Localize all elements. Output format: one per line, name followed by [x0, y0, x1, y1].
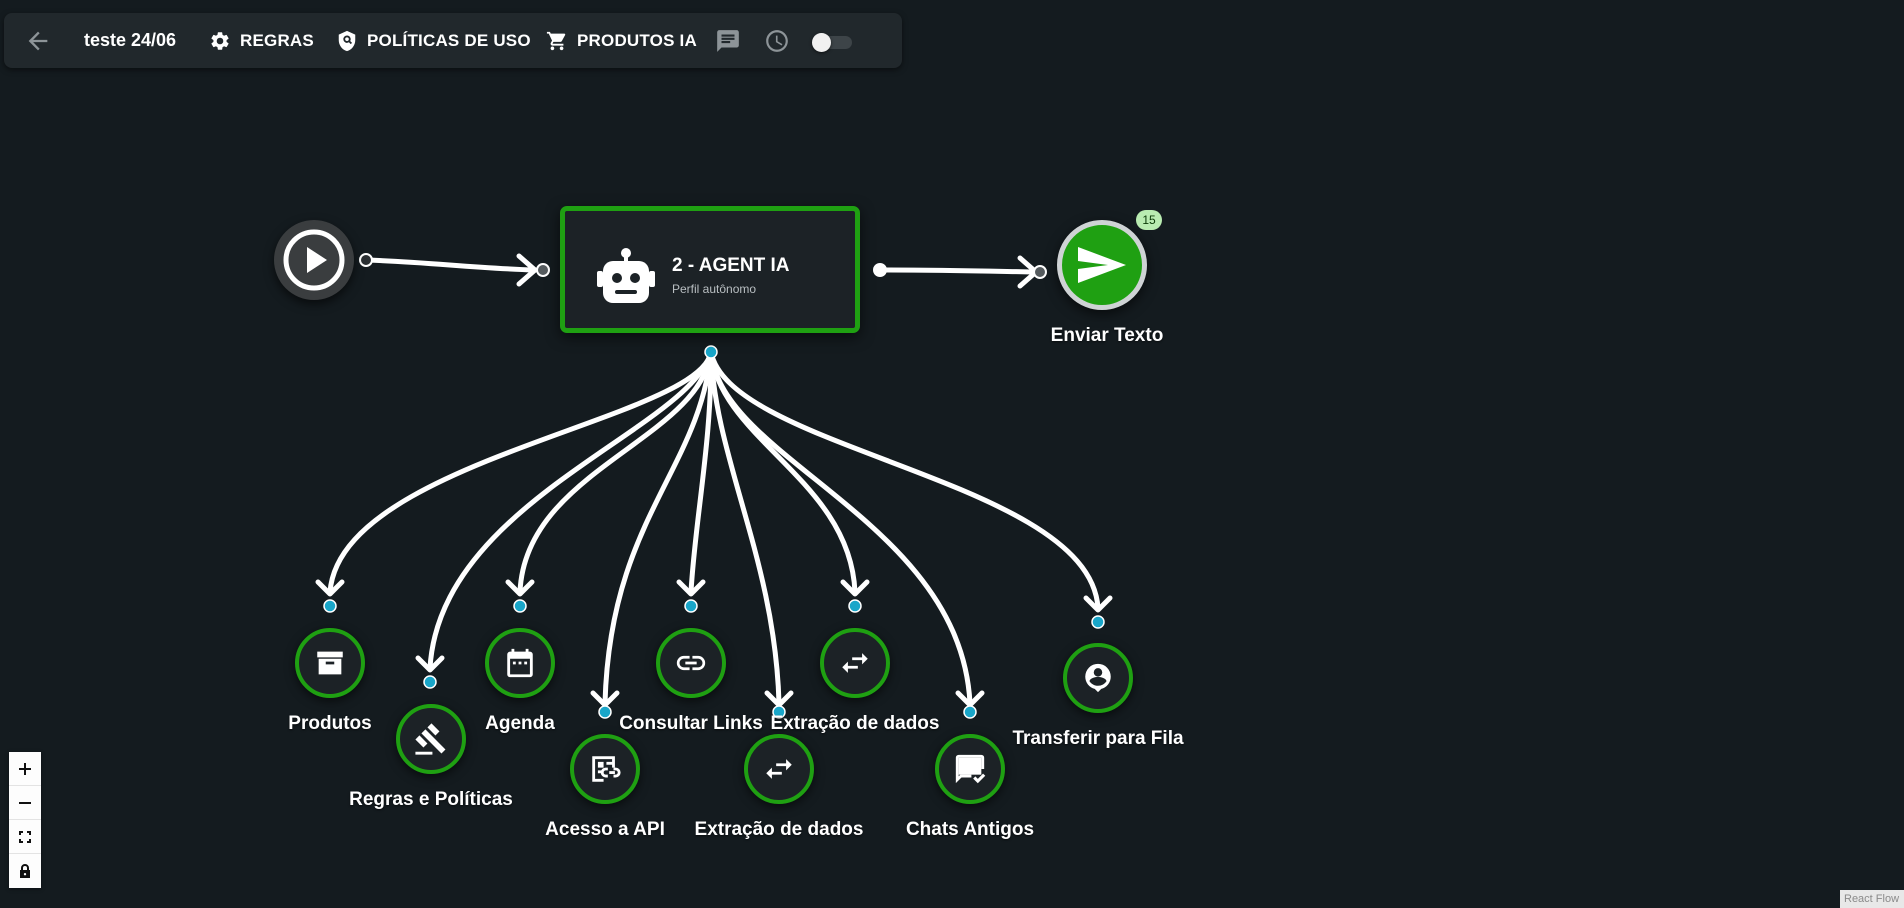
gavel-icon: [415, 723, 446, 755]
send-target-handle: [1033, 265, 1047, 279]
products-ia-button-label: PRODUTOS IA: [577, 31, 697, 50]
back-arrow-icon[interactable]: [24, 27, 52, 55]
send-text-label: Enviar Texto: [1050, 325, 1164, 346]
agent-source-handle: [873, 263, 887, 277]
robot-icon: [597, 248, 655, 303]
fit-view-icon: [19, 830, 31, 843]
arrowhead: [315, 579, 345, 597]
arrowhead: [955, 690, 985, 708]
fit-view-button[interactable]: [9, 820, 41, 854]
tool-label-links: Consultar Links: [619, 713, 763, 734]
agent-node[interactable]: 2 - AGENT IA Perfil autônomo: [560, 206, 860, 333]
edge-agent-chats: [708, 349, 973, 706]
tool-label-regras: Regras e Políticas: [349, 789, 513, 810]
tool-handle: [772, 705, 786, 719]
tool-label-produtos: Produtos: [288, 713, 372, 734]
tool-node-regras[interactable]: [396, 704, 466, 774]
tool-label-fila: Transferir para Fila: [1012, 728, 1184, 749]
agent-target-handle: [536, 263, 550, 277]
arrowhead: [764, 690, 794, 708]
tool-handle: [423, 675, 437, 689]
tool-node-links[interactable]: [656, 628, 726, 698]
api-link-icon: [592, 756, 621, 782]
edge-agent-extracao2: [708, 349, 782, 706]
policies-button-label: POLÍTICAS DE USO: [367, 31, 531, 50]
arrowhead: [1083, 595, 1113, 613]
zoom-out-icon: [19, 801, 31, 804]
arrowhead: [415, 655, 445, 673]
chat-check-icon: [955, 754, 986, 784]
react-flow-attribution[interactable]: React Flow: [1840, 890, 1904, 908]
clock-icon[interactable]: [764, 28, 790, 54]
chat-icon[interactable]: [715, 28, 741, 54]
tool-handle: [513, 599, 527, 613]
zoom-in-button[interactable]: [9, 752, 41, 786]
arrowhead: [676, 579, 706, 597]
gear-icon: [211, 32, 229, 50]
cart-icon: [546, 31, 566, 51]
tool-label-extracao-1: Extração de dados: [770, 713, 940, 734]
agent-tools-handle: [704, 345, 718, 359]
zoom-out-button[interactable]: [9, 786, 41, 820]
toggle-knob: [812, 33, 831, 52]
arrowhead: [505, 579, 535, 597]
tool-handle: [323, 599, 337, 613]
agent-subtitle: Perfil autônomo: [672, 282, 757, 296]
play-icon: [283, 229, 345, 291]
edge-agent-links: [688, 349, 714, 595]
tool-label-chats: Chats Antigos: [905, 819, 1035, 840]
tool-handle: [598, 705, 612, 719]
agent-title: 2 - AGENT IA: [672, 255, 790, 276]
tool-node-extracao-1[interactable]: [820, 628, 890, 698]
tool-handle: [1091, 615, 1105, 629]
policies-button[interactable]: POLÍTICAS DE USO: [336, 27, 531, 55]
rules-button[interactable]: REGRAS: [209, 27, 314, 55]
edge-agent-agenda: [517, 349, 714, 595]
tool-handle: [684, 599, 698, 613]
start-node[interactable]: [274, 220, 354, 300]
edge-agent-send: [877, 267, 1039, 275]
tool-node-fila[interactable]: [1063, 643, 1133, 713]
lock-button[interactable]: [9, 854, 41, 888]
toggle-switch[interactable]: [812, 33, 852, 52]
edge-agent-regras: [427, 349, 714, 671]
tool-node-extracao-2[interactable]: [744, 734, 814, 804]
rules-button-label: REGRAS: [240, 31, 314, 50]
arrowhead: [840, 579, 870, 597]
tool-label-api: Acesso a API: [545, 819, 665, 840]
shield-icon: [338, 30, 356, 52]
tool-label-extracao-2: Extração de dados: [694, 819, 864, 840]
send-text-node[interactable]: [1057, 220, 1147, 310]
edge-start-agent: [363, 257, 538, 273]
tool-label-agenda: Agenda: [485, 713, 555, 734]
send-count-badge: 15: [1136, 210, 1162, 230]
tool-node-api[interactable]: [570, 734, 640, 804]
edge-agent-fila: [708, 349, 1101, 611]
calendar-icon: [507, 648, 533, 678]
lock-icon: [20, 864, 30, 878]
edge-agent-produtos: [327, 349, 714, 595]
tool-node-chats[interactable]: [935, 734, 1005, 804]
zoom-in-icon: [19, 762, 31, 775]
edge-agent-api: [602, 349, 714, 706]
link-icon: [676, 655, 706, 671]
top-toolbar: teste 24/06 REGRAS POLÍTICAS DE USO PROD…: [4, 13, 902, 68]
flow-name: teste 24/06: [84, 30, 177, 50]
start-source-handle: [359, 253, 373, 267]
swap-icon: [766, 759, 792, 779]
tool-handle: [848, 599, 862, 613]
flow-controls: [9, 752, 41, 888]
person-pin-icon: [1085, 663, 1111, 693]
send-icon: [1078, 247, 1126, 283]
tool-node-produtos[interactable]: [295, 628, 365, 698]
archive-icon: [317, 651, 343, 675]
arrowhead: [590, 690, 620, 708]
arrowhead: [516, 253, 538, 287]
tool-handle: [963, 705, 977, 719]
products-ia-button[interactable]: PRODUTOS IA: [546, 27, 697, 55]
swap-icon: [842, 653, 868, 673]
tool-node-agenda[interactable]: [485, 628, 555, 698]
